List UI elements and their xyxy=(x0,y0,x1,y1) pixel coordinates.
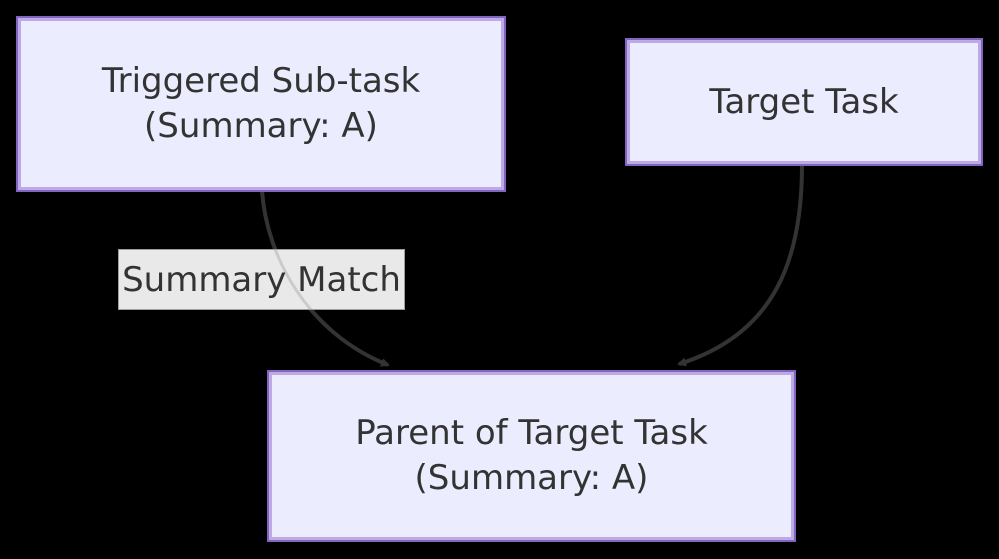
edge-target-to-parent xyxy=(677,164,804,367)
node-triggered-subtask-line2: (Summary: A) xyxy=(144,106,378,146)
node-triggered-subtask-line1: Triggered Sub-task xyxy=(101,61,421,102)
node-parent-of-target-task-line1: Parent of Target Task xyxy=(355,413,708,454)
edge-label-background xyxy=(118,249,405,310)
node-parent-of-target-task: Parent of Target Task (Summary: A) xyxy=(267,370,796,542)
edge-through-label xyxy=(273,250,313,309)
node-parent-of-target-task-line2: (Summary: A) xyxy=(414,458,649,498)
node-target-task-line1: Target Task xyxy=(709,81,899,122)
node-target-task: Target Task xyxy=(625,38,983,166)
edge-label-summary-match: Summary Match xyxy=(122,259,401,300)
node-triggered-subtask: Triggered Sub-task (Summary: A) xyxy=(16,16,506,192)
